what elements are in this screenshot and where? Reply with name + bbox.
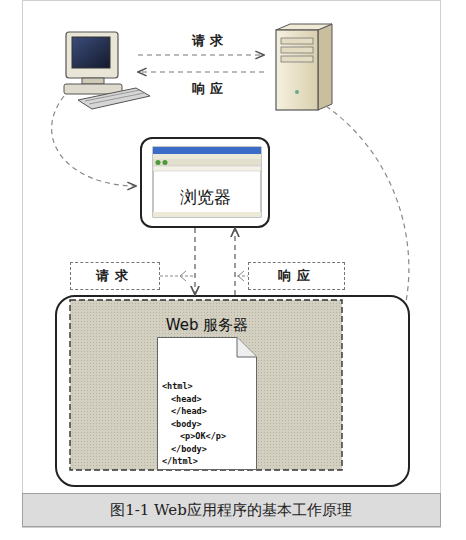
- code-line: <head>: [171, 394, 202, 404]
- message-connector: [234, 228, 235, 295]
- monitor-body: [66, 32, 118, 78]
- monitor-screen: [72, 37, 110, 68]
- request-arrow: [138, 54, 264, 55]
- code-line: </head>: [171, 406, 207, 416]
- node-label: 浏览器: [142, 186, 268, 209]
- message-label: 请求: [70, 262, 160, 290]
- toolbar-button: [156, 160, 161, 165]
- label-leader: [238, 271, 244, 281]
- node-label: Web 服务器: [57, 316, 357, 335]
- address-bar: [153, 166, 261, 171]
- tower-side: [318, 24, 332, 110]
- server-fill: [55, 295, 410, 487]
- arrow-label: 请求: [192, 32, 228, 50]
- power-light: [295, 90, 299, 94]
- window-toolbar: [153, 159, 261, 166]
- figure-frame: [23, 1, 441, 528]
- label-leader: [160, 276, 193, 277]
- figure-caption: 图1-1 Web应用程序的基本工作原理: [22, 494, 440, 526]
- server-tower: [276, 24, 332, 110]
- code-line: <body>: [171, 419, 202, 429]
- web-server-box: Web 服务器 <html> <head> </head> <body> <p>OK</p…: [55, 295, 410, 487]
- drive-bay: [281, 47, 313, 53]
- document-fold: [237, 338, 257, 358]
- message-label: 响应: [248, 262, 345, 290]
- window-menu-bar: [153, 154, 261, 159]
- toolbar-button: [163, 160, 168, 165]
- code-line: <html>: [162, 381, 193, 391]
- status-bar: [153, 212, 261, 217]
- keyboard-keys: [89, 93, 144, 104]
- html-document: <html> <head> </head> <body> <p>OK</p> </body…: [157, 337, 257, 470]
- keyboard: [78, 88, 150, 109]
- tower-front: [276, 30, 318, 110]
- window-title-bar: [153, 147, 261, 154]
- drive-bay: [281, 56, 313, 62]
- drive-bay: [281, 38, 313, 44]
- code-line: </body>: [171, 444, 207, 454]
- use-curve: [52, 96, 136, 186]
- message-connector: [194, 228, 195, 295]
- document-page: [158, 338, 257, 470]
- client-computer: [64, 32, 150, 109]
- browser-window: 浏览器: [140, 137, 270, 228]
- browser-fill: [140, 137, 270, 228]
- arrow-label: 响应: [192, 80, 228, 98]
- tower-top: [276, 24, 332, 30]
- label-leader: [180, 271, 186, 281]
- code-line: </html>: [162, 456, 198, 466]
- response-arrow: [138, 71, 264, 72]
- code-line: <p>OK</p>: [180, 431, 226, 441]
- monitor-stand: [82, 78, 104, 84]
- caption-band: [23, 494, 441, 527]
